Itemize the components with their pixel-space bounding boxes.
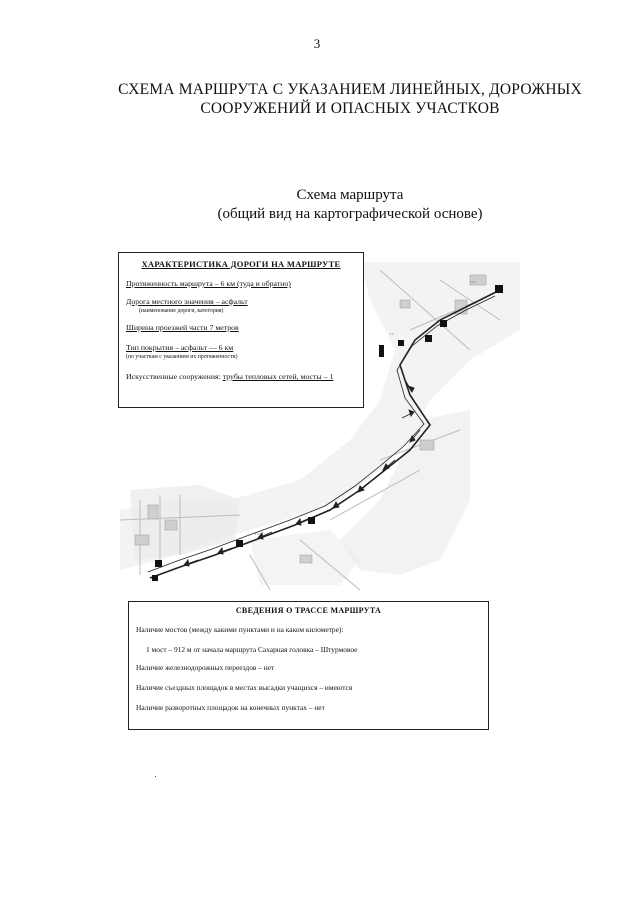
surface-type: Тип покрытия – асфальт — 6 км — [126, 343, 234, 352]
scan-speck — [450, 210, 451, 211]
subtitle-line-2: (общий вид на картографической основе) — [217, 206, 483, 222]
map-labels: • • • • • • • • • — [255, 280, 476, 536]
bridges-line: Наличие мостов (между какими пунктами и … — [136, 625, 344, 634]
route-line — [147, 289, 501, 579]
carriageway-width: Ширина проезжей части 7 метров — [126, 323, 239, 332]
svg-text:• • • •: • • • • — [255, 532, 264, 536]
svg-text:• • •: • • • — [470, 280, 476, 284]
road-characteristics-box: ХАРАКТЕРИСТИКА ДОРОГИ НА МАРШРУТЕ Протяж… — [118, 252, 364, 408]
route-info-box: СВЕДЕНИЯ О ТРАССЕ МАРШРУТА Наличие мосто… — [128, 601, 489, 730]
road-box-heading: ХАРАКТЕРИСТИКА ДОРОГИ НА МАРШРУТЕ — [141, 259, 341, 269]
title-line-1: СХЕМА МАРШРУТА С УКАЗАНИЕМ ЛИНЕЙНЫХ, ДОР… — [118, 81, 582, 98]
page-title: СХЕМА МАРШРУТА С УКАЗАНИЕМ ЛИНЕЙНЫХ, ДОР… — [110, 80, 590, 118]
map-subtitle: Схема маршрута (общий вид на картографич… — [200, 186, 500, 224]
artificial-structures: Искусственные сооружения: трубы тепловых… — [126, 372, 333, 381]
route-arrows — [183, 377, 421, 567]
bridge-detail: 1 мост – 912 м от начала маршрута Сахарн… — [146, 645, 358, 654]
bus-stop-markers — [152, 285, 503, 581]
road-type: Дорога местного значения – асфальт — [126, 297, 248, 306]
pullout-areas: Наличие съездных площадок в местах высад… — [136, 683, 353, 692]
structures-value: трубы тепловых сетей, мосты – 1 — [222, 372, 334, 381]
title-line-2: СООРУЖЕНИЙ И ОПАСНЫХ УЧАСТКОВ — [200, 100, 500, 117]
svg-text:• •: • • — [390, 332, 394, 336]
rail-crossings: Наличие железнодорожных переездов – нет — [136, 663, 275, 672]
scan-speck — [155, 776, 156, 777]
route-box-heading: СВЕДЕНИЯ О ТРАССЕ МАРШРУТА — [235, 606, 382, 615]
page-number: 3 — [313, 36, 321, 51]
structures-label: Искусственные сооружения: — [126, 372, 221, 381]
route-length: Протяженность маршрута – 6 км (туда и об… — [126, 279, 291, 288]
map-background — [120, 262, 520, 585]
map-buildings — [134, 274, 487, 564]
road-type-note: (наименование дороги, категория) — [139, 308, 224, 314]
subtitle-line-1: Схема маршрута — [296, 187, 404, 203]
turnaround-areas: Наличие разворотных площадок на конечных… — [136, 703, 325, 712]
surface-note: (по участкам с указанием их протяженност… — [126, 354, 238, 360]
